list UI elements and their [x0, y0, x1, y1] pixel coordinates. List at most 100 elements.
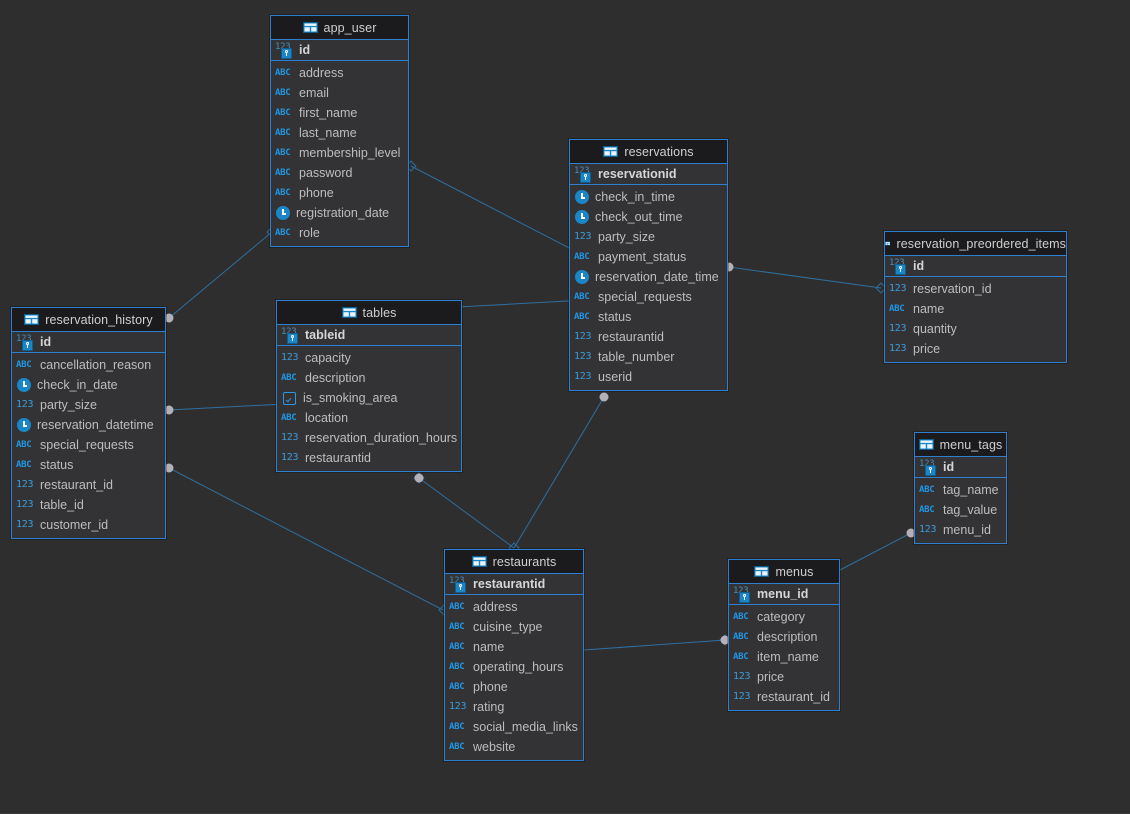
entity-header-app_user[interactable]: app_user	[271, 16, 408, 40]
field-row[interactable]: reservation_date_time	[570, 267, 727, 287]
field-row[interactable]: check_out_time	[570, 207, 727, 227]
table-icon	[24, 314, 40, 325]
field-label: table_id	[40, 498, 84, 512]
field-row[interactable]: check_in_time	[570, 187, 727, 207]
field-row[interactable]: 123 restaurant_id	[12, 475, 165, 495]
entity-header-reservations[interactable]: reservations	[570, 140, 727, 164]
abc-type-icon: ABC	[275, 88, 291, 98]
field-row[interactable]: check_in_date	[12, 375, 165, 395]
relation-circle-endpoint	[599, 392, 609, 402]
primary-key-icon: 123	[733, 586, 750, 603]
field-label: restaurant_id	[40, 478, 113, 492]
primary-key-icon: 123	[281, 327, 298, 344]
entity-header-tables[interactable]: tables	[277, 301, 461, 325]
field-label: role	[299, 226, 320, 240]
relation-menus-menu_tags	[839, 532, 912, 571]
entity-header-restaurants[interactable]: restaurants	[445, 550, 583, 574]
number-type-icon: 123	[16, 479, 34, 490]
field-label: phone	[299, 186, 334, 200]
primary-key-icon: 123	[889, 258, 906, 275]
field-row[interactable]: registration_date	[271, 203, 408, 223]
field-row[interactable]: reservation_datetime	[12, 415, 165, 435]
primary-key-icon: 123	[275, 41, 292, 59]
number-type-icon: 123	[733, 671, 751, 682]
relation-app_user-reservation_history	[168, 231, 273, 319]
number-type-icon: 123	[574, 331, 592, 342]
number-type-icon: 123	[275, 41, 291, 52]
number-type-icon: 123	[733, 691, 751, 702]
abc-type-icon: ABC	[449, 642, 465, 652]
entity-header-reservation_history[interactable]: reservation_history	[12, 308, 165, 332]
entity-header-menu_tags[interactable]: menu_tags	[915, 433, 1006, 457]
number-type-icon: 123	[889, 283, 907, 294]
field-row[interactable]: is_smoking_area	[277, 388, 461, 408]
entity-header-menus[interactable]: menus	[729, 560, 839, 584]
entity-header-reservation_preordered_items[interactable]: reservation_preordered_items	[885, 232, 1066, 256]
